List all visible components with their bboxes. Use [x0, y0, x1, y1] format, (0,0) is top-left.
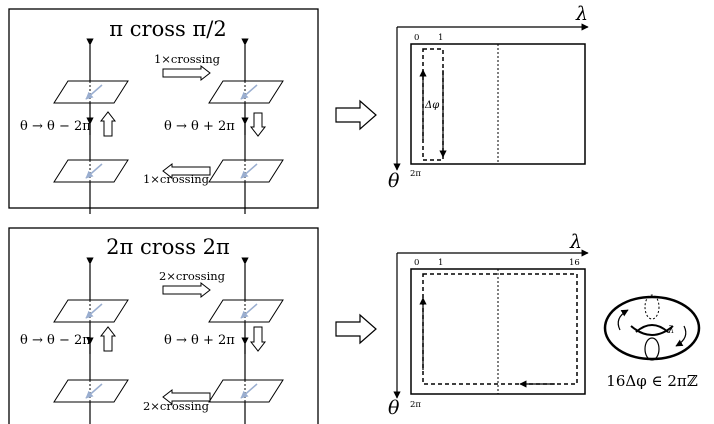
crossing-label-top: 1×crossing	[154, 52, 221, 66]
torus-lambda-label: λ	[667, 325, 674, 336]
lambda-label: λ	[575, 3, 588, 25]
tick-2pi: 2π	[410, 169, 421, 179]
tick-2pi: 2π	[410, 400, 421, 410]
grid-rect	[410, 268, 586, 395]
transform-label-left: θ → θ − 2π	[20, 333, 91, 348]
arrow-left-icon	[162, 388, 211, 406]
arrow-down-icon	[249, 112, 267, 137]
torus-diagram: λ 16Δφ ∈ 2πℤ	[603, 294, 701, 390]
loop-path	[422, 273, 578, 385]
panel-2pi-cross: 2π cross 2π 2×crossing 2×crossing θ → θ …	[8, 227, 319, 424]
arrow-up-icon	[99, 326, 117, 352]
big-arrow-right-icon	[335, 99, 377, 131]
theta-label: θ	[388, 170, 400, 192]
arrow-right-icon	[162, 281, 211, 299]
torus-formula: 16Δφ ∈ 2πℤ	[606, 372, 697, 390]
arrow-left-icon	[162, 162, 211, 180]
transform-label-left: θ → θ − 2π	[20, 119, 91, 134]
panel-title: π cross π/2	[109, 17, 226, 41]
crossing-label-top: 2×crossing	[159, 269, 226, 283]
lambda-label: λ	[569, 231, 582, 253]
tick-0: 0	[414, 258, 419, 268]
theta-label: θ	[388, 397, 400, 419]
panel-title: 2π cross 2π	[106, 235, 230, 259]
big-arrow-right-icon	[335, 313, 377, 345]
torus-hole-upper	[635, 324, 669, 333]
arrow-up-icon	[99, 111, 117, 137]
tick-16: 16	[569, 258, 580, 268]
arrow-down-icon	[249, 326, 267, 352]
tick-0: 0	[414, 33, 419, 43]
torus-hole-lower	[630, 325, 674, 336]
transform-label-right: θ → θ + 2π	[164, 333, 235, 348]
cycle-arrow-left	[617, 309, 629, 331]
arrow-right-icon	[162, 64, 211, 82]
cycle-arrow-right	[675, 325, 687, 347]
tick-1: 1	[438, 258, 443, 268]
cycle-front	[644, 337, 660, 361]
grid-diagram-2: λ θ 0 1 16 2π	[388, 231, 589, 419]
panel-pi-cross: π cross π/2 1×crossing 1×crossing θ → θ …	[8, 8, 319, 214]
crossing-label-bottom: 1×crossing	[143, 172, 210, 186]
grid-diagram-1: λ θ 0 1 2π Δφ	[388, 3, 589, 192]
delta-phi-label: Δφ	[424, 100, 439, 111]
transform-label-right: θ → θ + 2π	[164, 119, 235, 134]
crossing-label-bottom: 2×crossing	[143, 399, 210, 413]
tick-1: 1	[438, 33, 443, 43]
cycle-back	[644, 294, 660, 320]
